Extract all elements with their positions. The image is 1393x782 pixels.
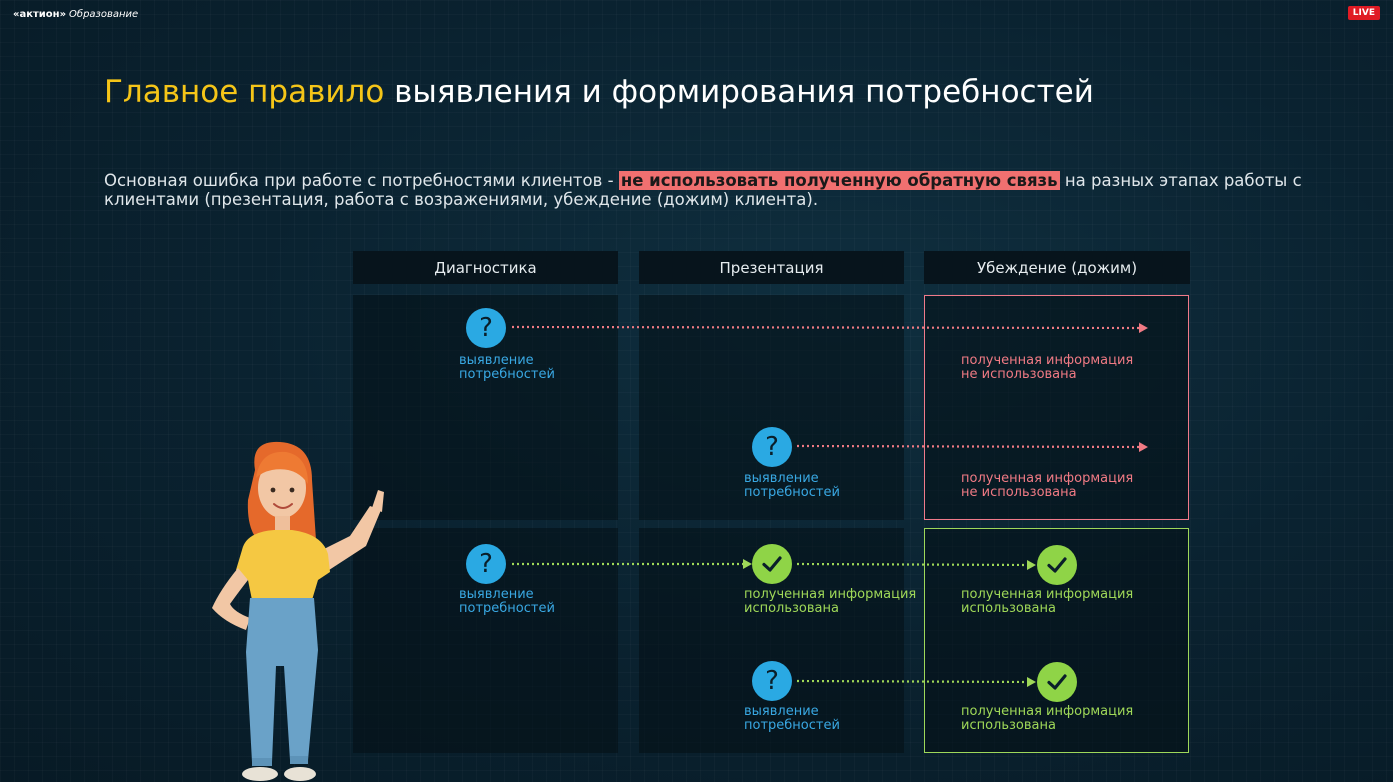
needs-label-line1: выявление xyxy=(459,353,534,368)
logo-brand: «актион» xyxy=(13,9,67,20)
used-label-line1: полученная информация xyxy=(744,587,917,602)
cell-presentation-top xyxy=(639,295,904,520)
question-icon: ? xyxy=(752,427,792,467)
used-label-line2: использована xyxy=(744,601,839,616)
needs-label-line2: потребностей xyxy=(744,485,840,500)
logo-sub: Образование xyxy=(69,9,139,20)
used-label-line1: полученная информация xyxy=(961,704,1134,719)
check-icon xyxy=(1037,545,1077,585)
used-label: полученная информация использована xyxy=(744,588,916,616)
needs-label-line2: потребностей xyxy=(459,367,555,382)
not-used-label-line2: не использована xyxy=(961,367,1077,382)
subtitle-before: Основная ошибка при работе с потребностя… xyxy=(104,171,619,190)
question-icon: ? xyxy=(752,661,792,701)
needs-label-line1: выявление xyxy=(744,704,819,719)
slide-title: Главное правило выявления и формирования… xyxy=(104,74,1094,110)
slide-subtitle: Основная ошибка при работе с потребностя… xyxy=(104,171,1334,209)
column-header-persuasion: Убеждение (дожим) xyxy=(924,251,1190,284)
used-label-line1: полученная информация xyxy=(961,587,1134,602)
needs-label-line2: потребностей xyxy=(744,718,840,733)
used-label: полученная информация использована xyxy=(961,705,1133,733)
title-accent: Главное правило xyxy=(104,74,385,110)
needs-label-line1: выявление xyxy=(744,471,819,486)
needs-label: выявление потребностей xyxy=(459,354,555,382)
used-frame xyxy=(924,528,1189,753)
title-rest: выявления и формирования потребностей xyxy=(394,74,1094,110)
needs-label-line2: потребностей xyxy=(459,601,555,616)
not-used-label-line2: не использована xyxy=(961,485,1077,500)
used-label-line2: использована xyxy=(961,718,1056,733)
question-icon: ? xyxy=(466,544,506,584)
logo: «актион»Образование xyxy=(13,9,138,20)
not-used-label: полученная информация не использована xyxy=(961,472,1133,500)
used-label: полученная информация использована xyxy=(961,588,1133,616)
check-icon xyxy=(752,544,792,584)
column-header-presentation: Презентация xyxy=(639,251,904,284)
column-header-diagnostics: Диагностика xyxy=(353,251,618,284)
presenter-illustration xyxy=(212,441,384,781)
not-used-label-line1: полученная информация xyxy=(961,353,1134,368)
not-used-label: полученная информация не использована xyxy=(961,354,1133,382)
needs-label: выявление потребностей xyxy=(744,705,840,733)
subtitle-after: на разных этапах работы с клиентами (пре… xyxy=(104,171,1302,209)
live-badge: LIVE xyxy=(1347,6,1380,20)
needs-label: выявление потребностей xyxy=(459,588,555,616)
not-used-frame xyxy=(924,295,1189,520)
needs-label-line1: выявление xyxy=(459,587,534,602)
needs-label: выявление потребностей xyxy=(744,472,840,500)
check-icon xyxy=(1037,662,1077,702)
used-label-line2: использована xyxy=(961,601,1056,616)
not-used-label-line1: полученная информация xyxy=(961,471,1134,486)
subtitle-highlight: не использовать полученную обратную связ… xyxy=(618,171,1060,190)
question-icon: ? xyxy=(466,308,506,348)
